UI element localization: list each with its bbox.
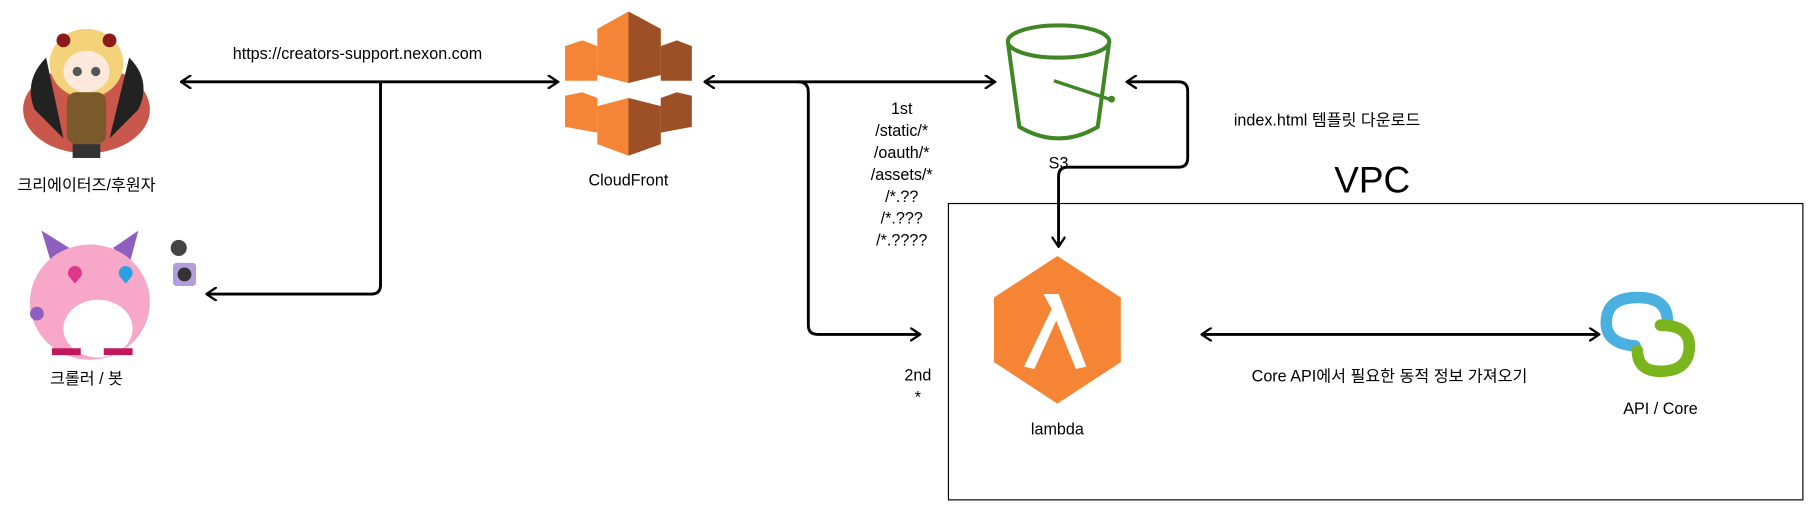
vpc-group <box>947 202 1804 501</box>
route-rule: * <box>914 387 922 406</box>
edge-cloudfront-lambda-branch <box>797 80 919 335</box>
api-link-icon <box>1600 291 1696 378</box>
creator-character-icon <box>23 28 150 158</box>
second-route-rules: 2nd * <box>904 364 931 408</box>
route-rule: /*.???? <box>876 230 928 250</box>
vpc-label: VPC <box>1334 159 1411 201</box>
api-core-label: API / Core <box>1623 398 1698 418</box>
bot-label: 크롤러 / 봇 <box>50 368 123 388</box>
bot-character-icon <box>29 230 197 360</box>
lambda-api-label: Core API에서 필요한 동적 정보 가져오기 <box>1251 366 1528 386</box>
cloudfront-label: CloudFront <box>588 170 669 190</box>
cloudfront-icon <box>565 11 692 156</box>
route-rule: /static/* <box>875 121 929 140</box>
s3-label: S3 <box>1048 153 1069 172</box>
edge-s3-lambda <box>1059 82 1190 246</box>
s3-bucket-icon <box>1005 23 1116 141</box>
edge-bot-branch <box>208 81 382 294</box>
lambda-label: lambda <box>1030 419 1084 439</box>
route-rule: /*.?? <box>885 186 919 206</box>
url-label: https://creators-support.nexon.com <box>232 43 483 63</box>
first-route-rules: 1st /static/* /oauth/* /assets/* /*.?? /… <box>871 98 933 251</box>
route-rule: 1st <box>890 99 913 118</box>
lambda-icon <box>993 255 1121 404</box>
s3-lambda-label: index.html 템플릿 다운로드 <box>1233 110 1421 130</box>
creator-label: 크리에이터즈/후원자 <box>17 175 156 194</box>
route-rule: /assets/* <box>870 164 933 184</box>
route-rule: /oauth/* <box>873 142 930 162</box>
route-rule: /*.??? <box>880 208 923 228</box>
route-rule: 2nd <box>904 365 932 384</box>
